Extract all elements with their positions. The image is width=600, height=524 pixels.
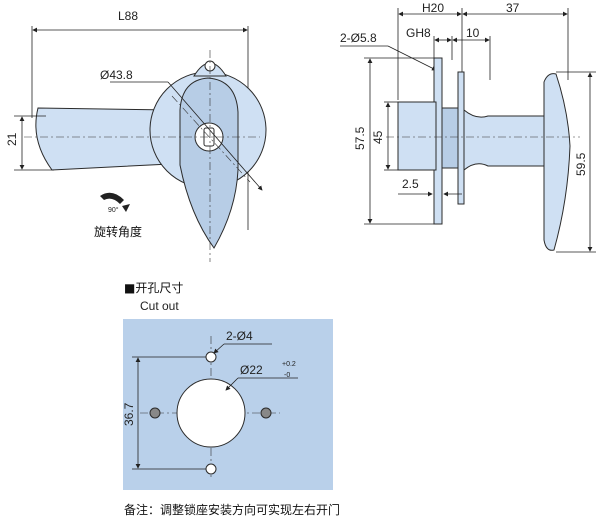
dim-57-5: 57.5 <box>353 126 367 150</box>
rotation-arrow-icon <box>100 192 124 204</box>
rear-plate <box>457 71 465 205</box>
front-view: L88 Ø43.8 21 90° 旋转角度 <box>5 9 267 262</box>
small-hole-right <box>260 407 272 419</box>
small-hole-bottom <box>205 463 217 475</box>
dim-10: 10 <box>466 26 480 40</box>
t-handle <box>543 73 571 251</box>
dim-hole-dia: 2-Ø5.8 <box>340 31 377 45</box>
lock-housing <box>397 101 437 171</box>
tol-upper: +0.2 <box>282 361 296 368</box>
dim-21: 21 <box>5 132 19 146</box>
dim-gh8: GH8 <box>406 26 431 40</box>
tol-lower: -0 <box>284 372 290 379</box>
small-hole-top <box>205 351 217 363</box>
rotation-angle: 90° <box>108 206 119 214</box>
dim-main-hole: Ø22 <box>240 363 263 377</box>
small-hole-left <box>149 407 161 419</box>
dim-diameter: Ø43.8 <box>100 68 133 82</box>
lever-handle <box>35 107 173 171</box>
dim-45: 45 <box>371 130 385 144</box>
cutout-section: ■开孔尺寸 Cut out 2-Ø4 Ø22 +0.2 -0 36.7 <box>122 281 333 490</box>
dim-37: 37 <box>506 1 520 15</box>
side-view: H20 37 GH8 10 2-Ø5.8 57.5 <box>340 1 596 253</box>
dim-h20: H20 <box>422 1 444 15</box>
main-hole <box>176 378 246 448</box>
dim-59-5: 59.5 <box>574 152 588 176</box>
dim-l88: L88 <box>118 9 138 23</box>
dim-36-7: 36.7 <box>122 402 136 426</box>
shaft <box>463 108 549 172</box>
rotation-caption: 旋转角度 <box>94 224 142 239</box>
cutout-heading-en: Cut out <box>140 299 179 313</box>
dim-small-holes: 2-Ø4 <box>226 329 253 343</box>
nut <box>441 107 459 169</box>
lock-tongue <box>179 77 239 249</box>
dim-2-5: 2.5 <box>402 177 419 191</box>
footnote: 备注：调整锁座安装方向可实现左右开门 <box>124 502 340 517</box>
cutout-heading: ■开孔尺寸 <box>124 281 183 295</box>
